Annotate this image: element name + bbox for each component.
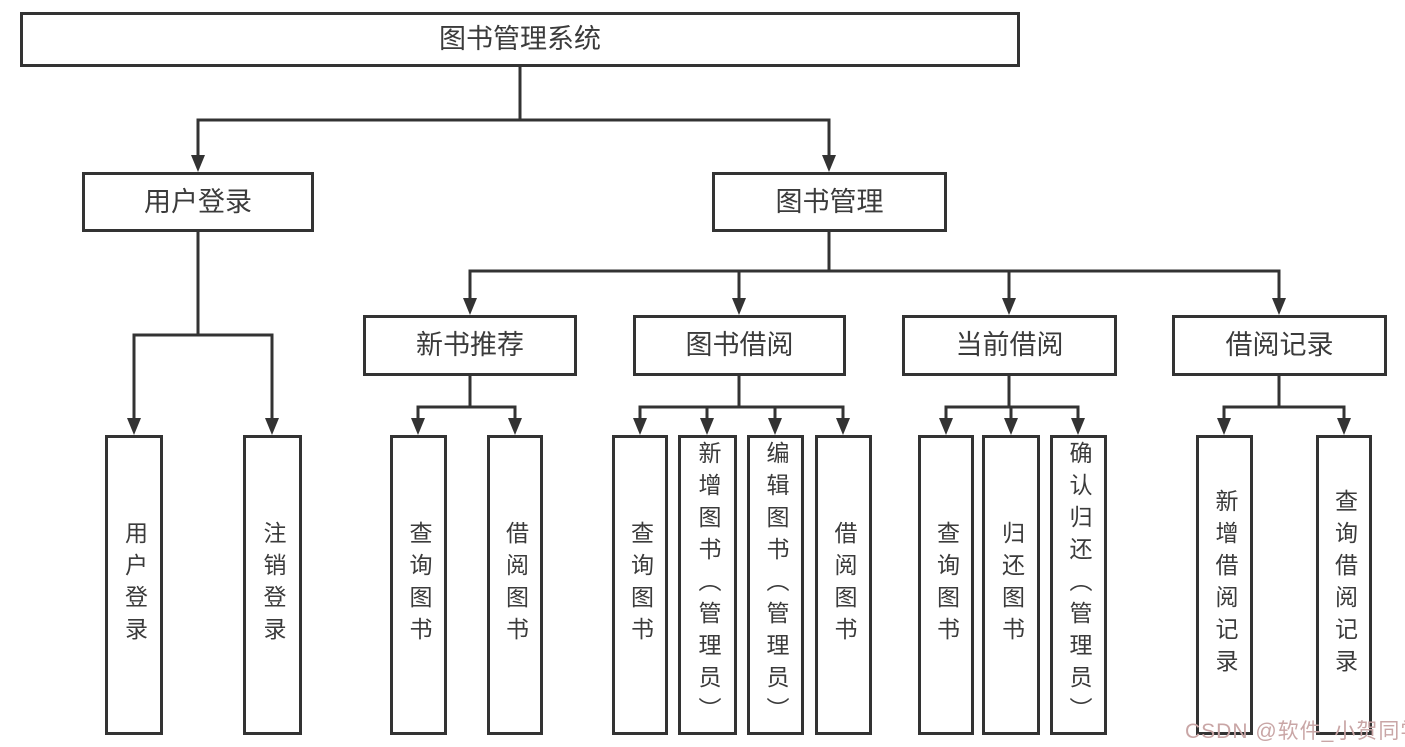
arrowhead bbox=[836, 418, 850, 435]
node-label: 查询图书 bbox=[406, 521, 432, 649]
leaf-current-query-books: 查询图书 bbox=[918, 435, 974, 735]
node-label: 图书借阅 bbox=[685, 330, 794, 360]
connector-book-borrowing-to-leaves bbox=[633, 374, 850, 435]
arrowhead bbox=[463, 298, 477, 315]
leaf-current-return-books: 归还图书 bbox=[982, 435, 1040, 735]
arrowhead bbox=[700, 418, 714, 435]
arrowhead bbox=[1002, 298, 1016, 315]
leaf-borrowing-borrow-books: 借阅图书 bbox=[815, 435, 872, 735]
node-label: 新增借阅记录 bbox=[1212, 489, 1238, 681]
node-label: 当前借阅 bbox=[955, 330, 1064, 360]
arrowhead bbox=[1217, 418, 1231, 435]
arrowhead bbox=[411, 418, 425, 435]
arrowhead bbox=[1004, 418, 1018, 435]
node-label: 用户登录 bbox=[121, 521, 148, 649]
node-current-borrowing: 当前借阅 bbox=[902, 315, 1117, 376]
node-label: 确认归还（管理员） bbox=[1066, 441, 1092, 729]
arrowhead bbox=[822, 155, 836, 172]
leaf-borrowing-query-books: 查询图书 bbox=[612, 435, 668, 735]
leaf-current-confirm-return-admin: 确认归还（管理员） bbox=[1050, 435, 1107, 735]
arrowhead bbox=[732, 298, 746, 315]
arrowhead bbox=[265, 418, 279, 435]
node-label: 借阅图书 bbox=[502, 521, 529, 649]
node-label: 图书管理系统 bbox=[439, 24, 601, 54]
leaf-borrowing-add-book-admin: 新增图书（管理员） bbox=[678, 435, 737, 735]
arrowhead bbox=[633, 418, 647, 435]
node-user-login: 用户登录 bbox=[82, 172, 314, 232]
csdn-watermark: CSDN @软件_小贺同学 bbox=[1185, 720, 1405, 743]
node-library-system: 图书管理系统 bbox=[20, 12, 1020, 67]
connector-new-book-to-leaves bbox=[411, 374, 522, 435]
arrowhead bbox=[768, 418, 782, 435]
node-label: 查询图书 bbox=[627, 521, 654, 649]
arrowhead bbox=[191, 155, 205, 172]
arrowhead bbox=[508, 418, 522, 435]
node-label: 用户登录 bbox=[144, 186, 252, 217]
node-label: 编辑图书（管理员） bbox=[763, 441, 789, 729]
leaf-newbook-borrow-books: 借阅图书 bbox=[487, 435, 543, 735]
leaf-logout: 注销登录 bbox=[243, 435, 302, 735]
connector-user-login-to-leaves bbox=[127, 230, 279, 435]
connector-root-to-level2 bbox=[191, 65, 836, 172]
node-label: 新增图书（管理员） bbox=[695, 441, 721, 729]
node-new-book-recommend: 新书推荐 bbox=[363, 315, 577, 376]
node-label: 查询借阅记录 bbox=[1331, 489, 1358, 681]
node-label: 借阅图书 bbox=[831, 521, 857, 649]
connector-book-management-to-level3 bbox=[463, 230, 1286, 315]
arrowhead bbox=[127, 418, 141, 435]
connector-current-borrowing-to-leaves bbox=[939, 374, 1085, 435]
node-book-management: 图书管理 bbox=[712, 172, 947, 232]
leaf-records-add-record: 新增借阅记录 bbox=[1196, 435, 1253, 735]
node-borrowing-records: 借阅记录 bbox=[1172, 315, 1387, 376]
node-book-borrowing: 图书借阅 bbox=[633, 315, 846, 376]
node-label: 查询图书 bbox=[933, 521, 960, 649]
node-label: 图书管理 bbox=[775, 186, 884, 217]
node-label: 新书推荐 bbox=[416, 330, 524, 360]
node-label: 归还图书 bbox=[998, 521, 1025, 649]
leaf-user-login: 用户登录 bbox=[105, 435, 163, 735]
leaf-borrowing-edit-book-admin: 编辑图书（管理员） bbox=[747, 435, 804, 735]
arrowhead bbox=[939, 418, 953, 435]
arrowhead bbox=[1337, 418, 1351, 435]
arrowhead bbox=[1071, 418, 1085, 435]
arrowhead bbox=[1272, 298, 1286, 315]
node-label: 注销登录 bbox=[260, 521, 286, 649]
leaf-newbook-query-books: 查询图书 bbox=[390, 435, 447, 735]
leaf-records-query-record: 查询借阅记录 bbox=[1316, 435, 1372, 735]
node-label: 借阅记录 bbox=[1225, 330, 1334, 360]
connector-borrowing-records-to-leaves bbox=[1217, 374, 1351, 435]
